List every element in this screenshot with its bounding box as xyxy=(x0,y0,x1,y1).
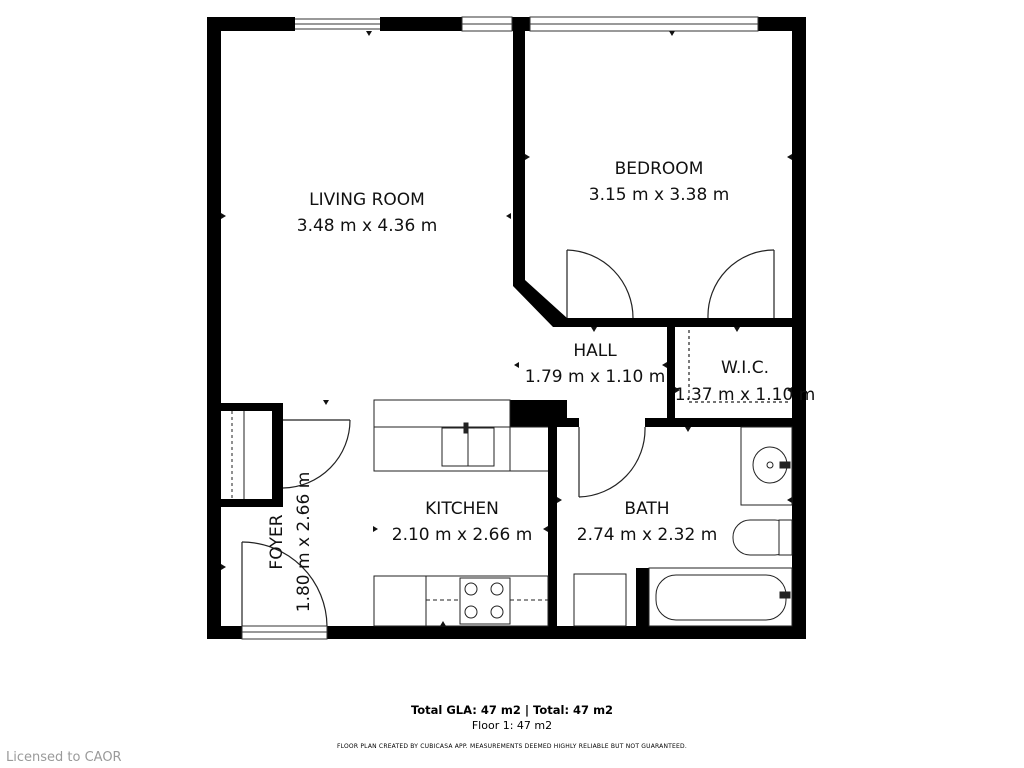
bath-size: 2.74 m x 2.32 m xyxy=(577,525,718,545)
floor-plan: LIVING ROOM 3.48 m x 4.36 m BEDROOM 3.15… xyxy=(207,16,815,640)
disclaimer: FLOOR PLAN CREATED BY CUBICASA APP. MEAS… xyxy=(337,743,687,750)
kitchen-name: KITCHEN xyxy=(425,499,499,519)
hall-name: HALL xyxy=(573,341,617,361)
license-watermark: Licensed to CAOR xyxy=(6,750,122,765)
total-area: Total GLA: 47 m2 | Total: 47 m2 xyxy=(410,703,614,717)
living-room-size: 3.48 m x 4.36 m xyxy=(297,216,438,236)
kitchen-size: 2.10 m x 2.66 m xyxy=(392,525,533,545)
bath-name: BATH xyxy=(624,499,669,519)
hall-size: 1.79 m x 1.10 m xyxy=(525,367,666,387)
interior-walls xyxy=(207,17,806,639)
dimension-markers xyxy=(221,31,792,626)
wic-name: W.I.C. xyxy=(721,358,769,378)
foyer-name: FOYER xyxy=(267,514,287,569)
bedroom-name: BEDROOM xyxy=(615,159,704,179)
floor-area: Floor 1: 47 m2 xyxy=(471,719,553,732)
bedroom-size: 3.15 m x 3.38 m xyxy=(589,185,730,205)
room-labels: LIVING ROOM 3.48 m x 4.36 m BEDROOM 3.15… xyxy=(267,159,815,612)
kitchen-fixtures xyxy=(373,399,549,627)
wic-size: 1.37 m x 1.10 m xyxy=(675,385,816,405)
foyer-size: 1.80 m x 2.66 m xyxy=(294,472,314,613)
windows xyxy=(241,16,759,640)
foyer-closet xyxy=(231,411,245,499)
exterior-walls xyxy=(207,17,806,639)
living-room-name: LIVING ROOM xyxy=(309,190,425,210)
bath-fixtures xyxy=(573,426,793,627)
doors xyxy=(241,249,790,627)
